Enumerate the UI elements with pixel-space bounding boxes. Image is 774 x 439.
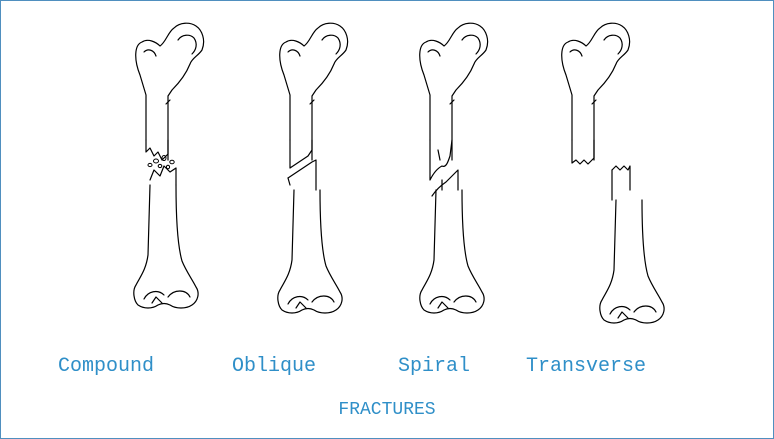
label-spiral: Spiral xyxy=(398,357,470,377)
transverse-fracture-bone xyxy=(562,23,664,323)
label-oblique: Oblique xyxy=(232,357,316,377)
label-compound: Compound xyxy=(58,357,154,377)
spiral-fracture-bone xyxy=(420,23,488,313)
label-transverse: Transverse xyxy=(526,357,646,377)
oblique-fracture-bone xyxy=(278,23,348,313)
diagram-caption: FRACTURES xyxy=(0,401,774,419)
compound-fracture-bone xyxy=(134,23,204,308)
